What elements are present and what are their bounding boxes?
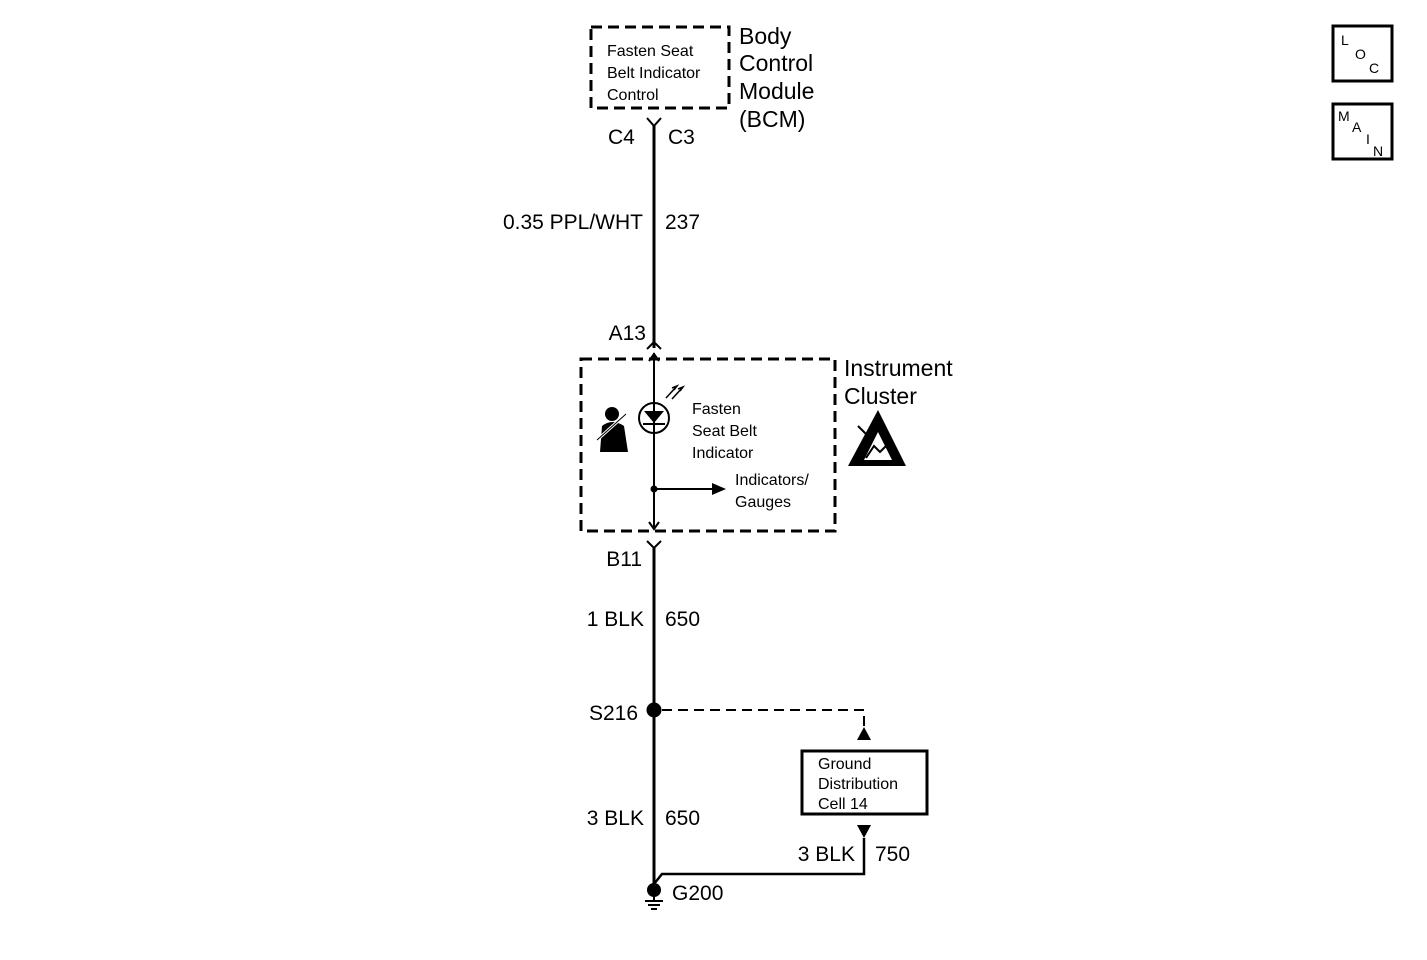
main-letter-2: A <box>1352 119 1362 135</box>
cluster-top-arrow <box>648 352 660 362</box>
main-button-border <box>1331 102 1394 161</box>
loc-letter-1: L <box>1341 32 1349 48</box>
seat-belt-icon <box>595 407 628 452</box>
cluster-pin-a13: A13 <box>609 322 646 345</box>
ground-distribution-line-3: Cell 14 <box>818 796 868 813</box>
bcm-connector-symbol <box>646 117 662 128</box>
bcm-title-line-1: Body <box>739 23 792 49</box>
wire-237-gauge-color: 0.35 PPL/WHT <box>503 211 643 234</box>
gauges-label-line-1: Indicators/ <box>735 472 809 489</box>
wire-650-lower-gauge-color: 3 BLK <box>587 807 644 830</box>
cluster-dashed-box <box>579 357 837 533</box>
bcm-title-line-2: Control <box>739 50 813 76</box>
instrument-cluster[interactable] <box>579 357 837 533</box>
wire-650-upper-circuit: 650 <box>665 608 700 631</box>
indicator-label-line-1: Fasten <box>692 401 741 418</box>
bcm-internal-line-2: Belt Indicator <box>607 65 701 82</box>
ground-distribution-line-1: Ground <box>818 756 871 773</box>
ground-distribution-border <box>800 749 929 816</box>
main-letter-3: I <box>1366 131 1370 147</box>
b11-connector-symbol <box>646 540 662 550</box>
splice-label: S216 <box>589 702 638 725</box>
main-button[interactable]: M A I N <box>1331 102 1394 161</box>
gauges-arrow-icon <box>712 483 726 495</box>
bcm-internal-line-3: Control <box>607 87 659 104</box>
a13-connector-symbol <box>646 340 662 350</box>
wire-650-lower-circuit: 650 <box>665 807 700 830</box>
cluster-bottom-arrow <box>648 521 660 531</box>
ground-distribution-box[interactable]: Ground Distribution Cell 14 <box>800 749 929 816</box>
bcm-internal-line-1: Fasten Seat <box>607 43 694 60</box>
indicator-label-line-3: Indicator <box>692 445 754 462</box>
bcm-pin-right: C3 <box>668 126 695 149</box>
loc-button-border <box>1331 24 1394 83</box>
wire-237-circuit: 237 <box>665 211 700 234</box>
ground-eyelet <box>647 883 661 897</box>
loc-letter-3: C <box>1369 60 1379 76</box>
wire-750-gauge-color: 3 BLK <box>798 843 855 866</box>
ground-distribution-line-2: Distribution <box>818 776 898 793</box>
main-letter-4: N <box>1373 143 1383 159</box>
ground-label: G200 <box>672 882 723 905</box>
main-letter-1: M <box>1338 108 1350 124</box>
wire-650-upper-gauge-color: 1 BLK <box>587 608 644 631</box>
ground-g200[interactable] <box>645 883 663 910</box>
ground-distribution-down-arrow <box>857 825 871 838</box>
loc-button[interactable]: L O C <box>1331 24 1394 83</box>
bcm-title-line-4: (BCM) <box>739 106 805 132</box>
cluster-title-line-1: Instrument <box>844 355 953 381</box>
wire-750-circuit: 750 <box>875 843 910 866</box>
wire-750[interactable] <box>653 838 866 885</box>
ground-distribution-dashed-link <box>662 709 865 726</box>
splice-s216[interactable] <box>646 702 662 718</box>
ground-distribution-up-arrow <box>857 727 871 740</box>
loc-letter-2: O <box>1355 46 1366 62</box>
bcm-pin-left: C4 <box>608 126 635 149</box>
bcm-dashed-box <box>589 25 731 110</box>
bcm-title-line-3: Module <box>739 78 814 104</box>
led-indicator-icon <box>638 384 686 434</box>
cluster-title-line-2: Cluster <box>844 383 917 409</box>
cluster-pin-b11: B11 <box>606 548 642 571</box>
gauges-label-line-2: Gauges <box>735 494 791 511</box>
bcm-module[interactable]: Fasten Seat Belt Indicator Control <box>589 25 731 110</box>
indicator-label-line-2: Seat Belt <box>692 423 757 440</box>
esd-warning-icon <box>848 410 906 466</box>
